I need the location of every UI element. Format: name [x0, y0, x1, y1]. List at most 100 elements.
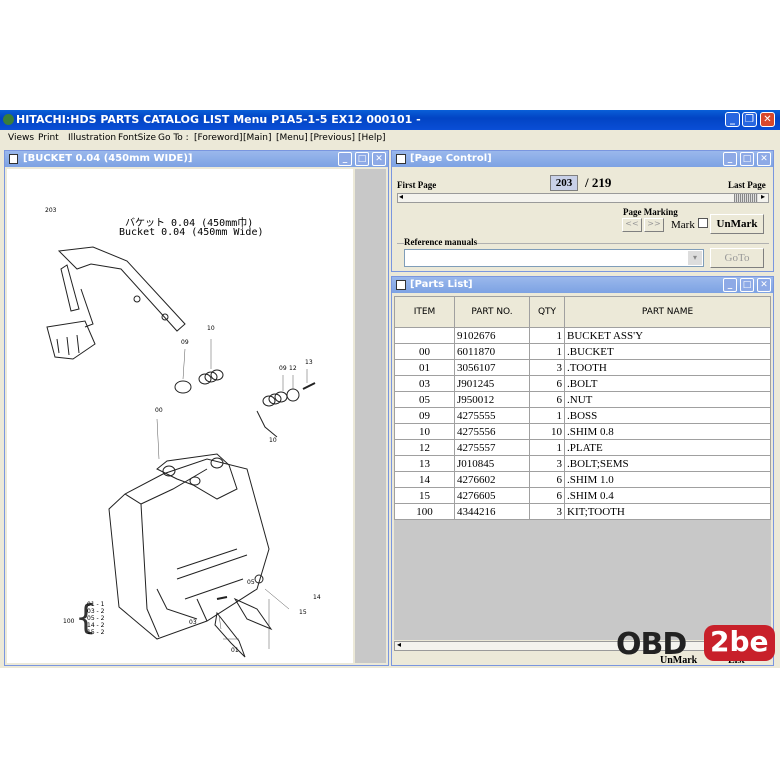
- cell-item: 03: [394, 375, 455, 392]
- cell-item: 01: [394, 359, 455, 376]
- col-qty[interactable]: QTY: [529, 296, 565, 328]
- cell-qty: 1: [529, 327, 565, 344]
- watermark-obd: OBD: [616, 627, 687, 662]
- illustration-scrollbar[interactable]: [355, 169, 386, 663]
- restore-button[interactable]: ❐: [742, 112, 757, 127]
- col-part-no[interactable]: PART NO.: [454, 296, 530, 328]
- dropdown-arrow-icon[interactable]: ▾: [688, 251, 702, 265]
- table-header-row: ITEM PART NO. QTY PART NAME: [394, 296, 771, 328]
- arm-drawing: [46, 246, 186, 360]
- cell-part-name: .TOOTH: [564, 359, 771, 376]
- callout-09: 09: [181, 339, 189, 346]
- callout-01: 01: [231, 647, 239, 654]
- prev-mark-button[interactable]: <<: [622, 218, 642, 232]
- slider-right-arrow[interactable]: ▸: [761, 192, 766, 201]
- callout-05: 05: [247, 579, 255, 586]
- total-pages: / 219: [585, 175, 612, 190]
- callout-00: 00: [155, 407, 163, 414]
- hscroll-left-arrow[interactable]: ◂: [397, 640, 402, 649]
- slider-left-arrow[interactable]: ◂: [399, 192, 404, 201]
- page-slider[interactable]: ◂ ▸: [397, 192, 769, 203]
- cell-qty: 1: [529, 343, 565, 360]
- reference-select[interactable]: ▾: [404, 249, 704, 267]
- menu-help[interactable]: [Help]: [358, 133, 386, 143]
- menu-previous[interactable]: [Previous]: [310, 133, 356, 143]
- col-part-name[interactable]: PART NAME: [564, 296, 771, 328]
- page-marking-label: Page Marking: [623, 207, 678, 217]
- menu-foreword[interactable]: [Foreword]: [194, 133, 243, 143]
- menu-menu[interactable]: [Menu]: [276, 133, 308, 143]
- illustration-minimize-button[interactable]: _: [338, 152, 352, 166]
- goto-button[interactable]: GoTo: [710, 248, 764, 268]
- illustration-title-bar: [BUCKET 0.04 (450mm WIDE)] _ □ ✕: [5, 151, 388, 167]
- close-button[interactable]: ✕: [760, 112, 775, 127]
- parts-unmark-button[interactable]: UnMark: [660, 655, 698, 666]
- page-control-close-button[interactable]: ✕: [757, 152, 771, 166]
- legend-brace: {: [75, 598, 97, 638]
- parts-list-maximize-button[interactable]: □: [740, 278, 754, 292]
- callout-03: 03: [189, 619, 197, 626]
- reference-label: Reference manuals: [404, 237, 478, 247]
- parts-list-window: [Parts List] _ □ ✕ ITEM PART NO. QTY PAR…: [391, 276, 774, 666]
- cell-part-name: .SHIM 0.8: [564, 423, 771, 440]
- current-page-field[interactable]: 203: [550, 175, 578, 191]
- exploded-parts: [174, 369, 316, 600]
- menu-main[interactable]: [Main]: [243, 133, 272, 143]
- callout-14: 14: [313, 594, 321, 601]
- app-title-bar: HITACHI:HDS PARTS CATALOG LIST Menu P1A5…: [0, 110, 780, 130]
- menu-views[interactable]: Views: [8, 133, 35, 143]
- parts-list-close-button[interactable]: ✕: [757, 278, 771, 292]
- illustration-title: [BUCKET 0.04 (450mm WIDE)]: [23, 153, 193, 164]
- watermark-2be: 2be: [704, 625, 775, 661]
- cell-part-name: .BUCKET: [564, 343, 771, 360]
- minimize-button[interactable]: _: [725, 112, 740, 127]
- cell-part-no: 6011870: [454, 343, 530, 360]
- cell-part-name: .SHIM 0.4: [564, 487, 771, 504]
- cell-qty: 10: [529, 423, 565, 440]
- menu-goto[interactable]: Go To :: [158, 133, 189, 143]
- next-mark-button[interactable]: >>: [644, 218, 664, 232]
- menu-illustration[interactable]: Illustration: [68, 133, 117, 143]
- page-control-maximize-button[interactable]: □: [740, 152, 754, 166]
- cell-item: 09: [394, 407, 455, 424]
- legend-item: 05 - 2: [87, 615, 105, 622]
- caption-jp: バケット 0.04 (450mm巾): [125, 218, 254, 229]
- menu-fontsize[interactable]: FontSize: [118, 133, 157, 143]
- cell-item: 12: [394, 439, 455, 456]
- cell-part-no: J901245: [454, 375, 530, 392]
- cell-item: 05: [394, 391, 455, 408]
- parts-list-minimize-button[interactable]: _: [723, 278, 737, 292]
- cell-item: 00: [394, 343, 455, 360]
- illustration-maximize-button[interactable]: □: [355, 152, 369, 166]
- legend-item: 15 - 2: [87, 629, 105, 636]
- parts-list-title-bar: [Parts List] _ □ ✕: [392, 277, 773, 293]
- slider-thumb[interactable]: [734, 194, 758, 202]
- menu-print[interactable]: Print: [38, 133, 59, 143]
- legend-key: 100: [63, 618, 75, 625]
- mark-checkbox[interactable]: [698, 218, 708, 228]
- col-item[interactable]: ITEM: [394, 296, 455, 328]
- unmark-button[interactable]: UnMark: [710, 214, 764, 234]
- cell-part-no: 9102676: [454, 327, 530, 344]
- page-control-minimize-button[interactable]: _: [723, 152, 737, 166]
- legend-list: 01 - 1 03 - 2 05 - 2 14 - 2 15 - 2: [87, 601, 104, 636]
- callout-12: 12: [289, 365, 297, 372]
- illustration-window: [BUCKET 0.04 (450mm WIDE)] _ □ ✕ 203 バケッ…: [4, 150, 389, 666]
- cell-part-no: 4275555: [454, 407, 530, 424]
- illustration-close-button[interactable]: ✕: [372, 152, 386, 166]
